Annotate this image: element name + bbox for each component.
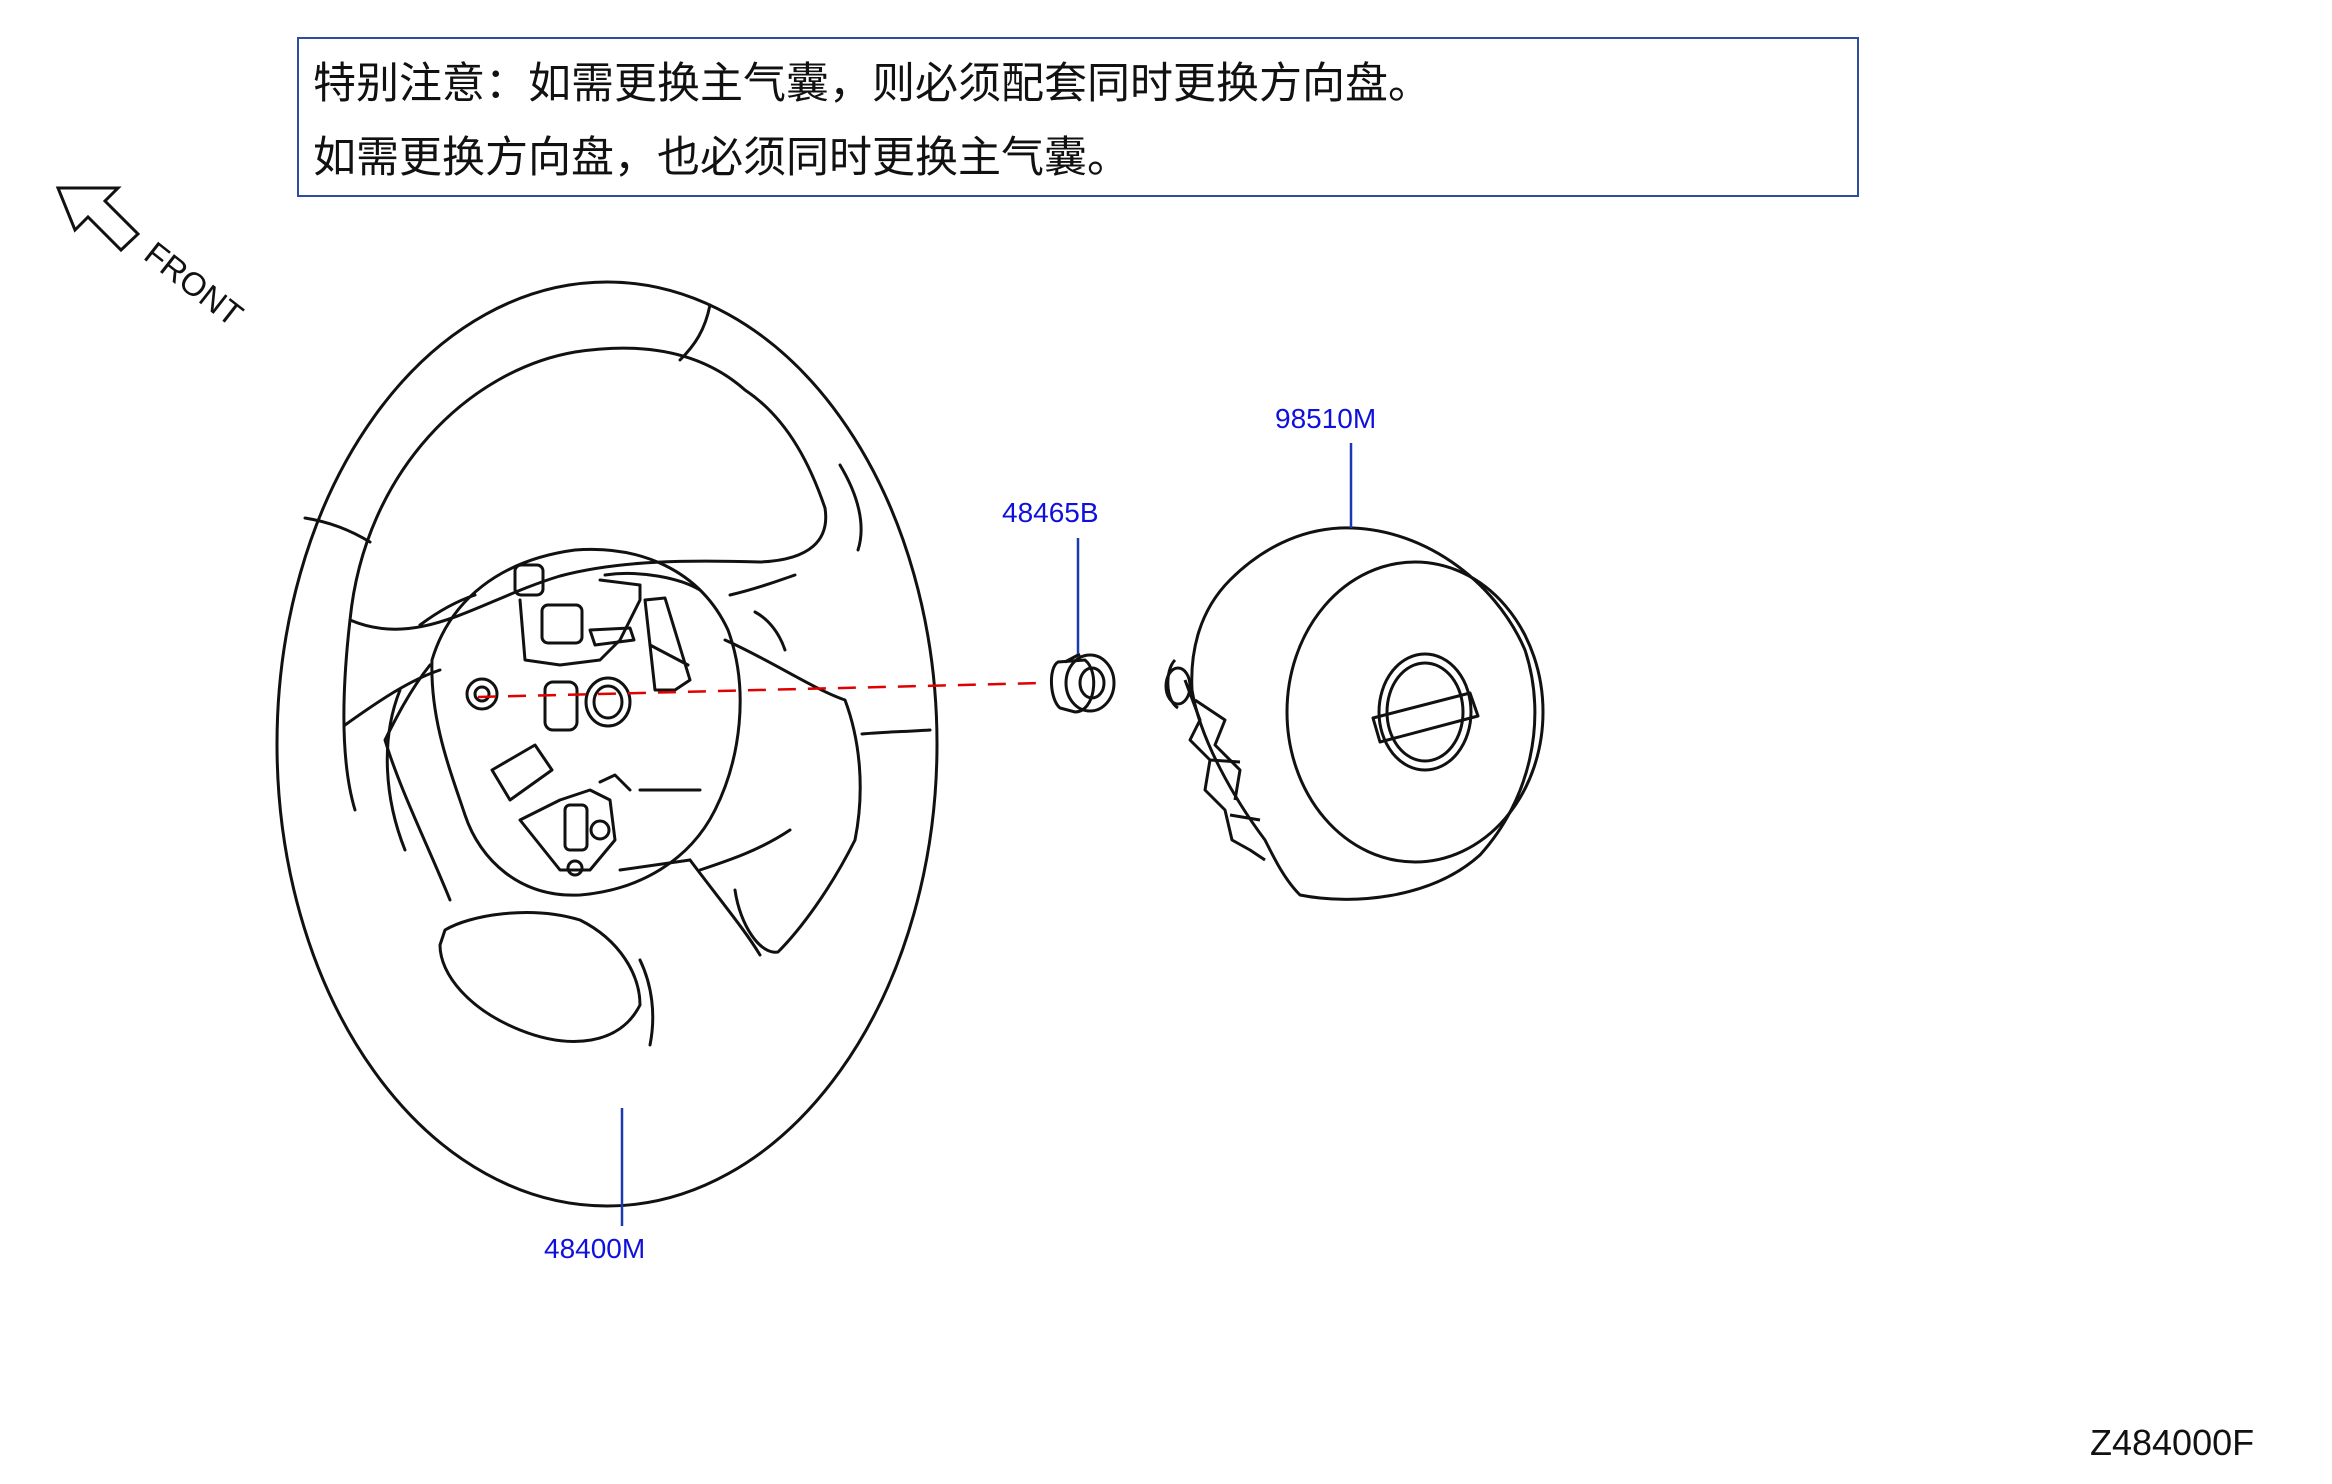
- assembly-axis-line: [477, 681, 1043, 699]
- front-arrow-icon: [55, 186, 141, 253]
- notice-line-2: 如需更换方向盘，也必须同时更换主气囊。: [313, 133, 1130, 183]
- airbag-module-drawing: [1164, 526, 1545, 901]
- notice-line-1: 特别注意：如需更换主气囊，则必须配套同时更换方向盘。: [313, 59, 1431, 109]
- part-number-98510M[interactable]: 98510M: [1275, 403, 1376, 434]
- front-label: FRONT: [138, 234, 250, 333]
- part-number-48400M[interactable]: 48400M: [544, 1233, 645, 1264]
- notice-box: 特别注意：如需更换主气囊，则必须配套同时更换方向盘。 如需更换方向盘，也必须同时…: [297, 37, 1859, 197]
- callout-leaders: [620, 443, 1353, 1226]
- diagram-id: Z484000F: [2090, 1422, 2255, 1463]
- bushing-drawing: [1050, 652, 1116, 714]
- part-number-48465B[interactable]: 48465B: [1002, 497, 1099, 528]
- steering-wheel-drawing: [275, 280, 939, 1208]
